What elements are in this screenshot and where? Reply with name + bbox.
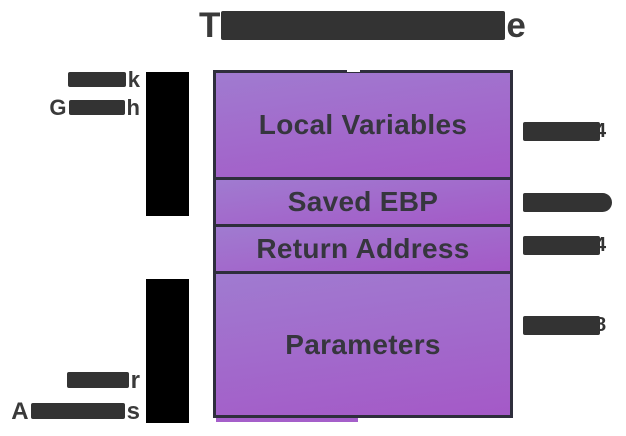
stack-growth-line2-prefix: G xyxy=(49,95,67,120)
stack-growth-line1: k xyxy=(49,66,140,94)
stack-frame-box: Local Variables Saved EBP Return Address… xyxy=(213,70,513,418)
stack-row-saved-ebp: Saved EBP xyxy=(216,177,510,224)
offset-annotation-saved-ebp xyxy=(523,192,612,212)
title-redaction-bar xyxy=(221,11,506,40)
redaction-bar xyxy=(523,235,600,255)
redaction-bar xyxy=(523,315,600,335)
stack-row-return-address: Return Address xyxy=(216,224,510,271)
higher-addresses-line1-suffix: r xyxy=(130,367,140,394)
stack-growth-line1-suffix: k xyxy=(127,67,140,92)
redaction-bar xyxy=(68,100,125,115)
stack-row-parameters: Parameters xyxy=(216,271,510,415)
stack-growth-arrow xyxy=(146,72,189,216)
stack-row-label: Saved EBP xyxy=(287,186,439,217)
stack-row-local-variables: Local Variables xyxy=(216,73,510,177)
offset-annotation-parameters: 8 xyxy=(523,315,606,335)
redaction-bar xyxy=(523,121,600,141)
higher-addresses-line1: r xyxy=(11,365,140,396)
offset-visible-char: 4 xyxy=(595,120,607,142)
title-visible-prefix: T xyxy=(199,6,221,45)
redaction-bar xyxy=(67,72,126,87)
higher-addresses-line2-suffix: s xyxy=(126,398,140,425)
stack-row-label: Local Variables xyxy=(258,109,468,140)
title-visible-suffix: e xyxy=(506,6,526,45)
stack-row-label: Return Address xyxy=(256,233,470,264)
redaction-bar xyxy=(523,192,612,212)
offset-annotation-return-address: 4 xyxy=(523,235,606,255)
higher-addresses-line2-prefix: A xyxy=(11,398,29,425)
offset-visible-char: 4 xyxy=(595,234,607,256)
higher-addresses-arrow xyxy=(146,279,189,423)
redaction-bar xyxy=(30,403,125,419)
stack-row-label: Parameters xyxy=(285,328,441,360)
offset-visible-char: 8 xyxy=(595,314,607,336)
diagram-title: T e xyxy=(199,8,526,44)
top-border-notch xyxy=(347,69,360,72)
stack-growth-line2-suffix: h xyxy=(126,95,140,120)
redaction-bar xyxy=(66,372,129,388)
offset-annotation-local-variables: 4 xyxy=(523,121,606,141)
bottom-edge-strip xyxy=(216,418,358,422)
